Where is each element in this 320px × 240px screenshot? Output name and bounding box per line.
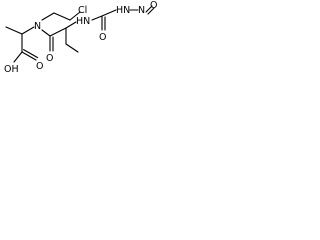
bonds (5, 5, 155, 63)
bond-ca-right-hn (65, 21, 77, 29)
bond-methyl-left (5, 26, 23, 35)
atom-o-amide: O (46, 53, 53, 64)
atom-hn-right: HN (116, 5, 130, 16)
bond-ch2-cl (69, 11, 81, 21)
bond-n-ch2 (41, 12, 55, 21)
bond-amide-c-ca (49, 27, 67, 37)
atom-o-urea: O (99, 32, 106, 43)
atom-oh-acid: OH (4, 64, 19, 75)
atom-cl: Cl (78, 5, 87, 16)
bond-acid-co-double-a (21, 51, 37, 61)
bond-ch2-ch2 (53, 12, 71, 21)
bond-n-amide-c (41, 29, 51, 37)
atom-labels: N Cl HN HN N O O O OH O (4, 0, 157, 75)
bond-no-double-b (147, 7, 155, 15)
bond-ca-right-methyl-tail (65, 43, 79, 53)
bond-no-double-a (145, 5, 153, 13)
atom-n-nitroso: N (138, 5, 145, 16)
bond-hn-urea-c (91, 15, 103, 21)
molecule-diagram: N Cl HN HN N O O O OH O (4, 0, 157, 75)
atom-o-acid: O (36, 61, 43, 72)
atom-o-nitroso: O (150, 0, 157, 11)
bond-urea-c-hn (101, 9, 117, 17)
bond-ca-left-n (21, 26, 35, 35)
bond-acid-co-double-b (23, 49, 39, 59)
atom-n-amide: N (34, 21, 41, 32)
bond-acid-oh (13, 51, 23, 63)
atom-hn-left: HN (76, 16, 90, 27)
